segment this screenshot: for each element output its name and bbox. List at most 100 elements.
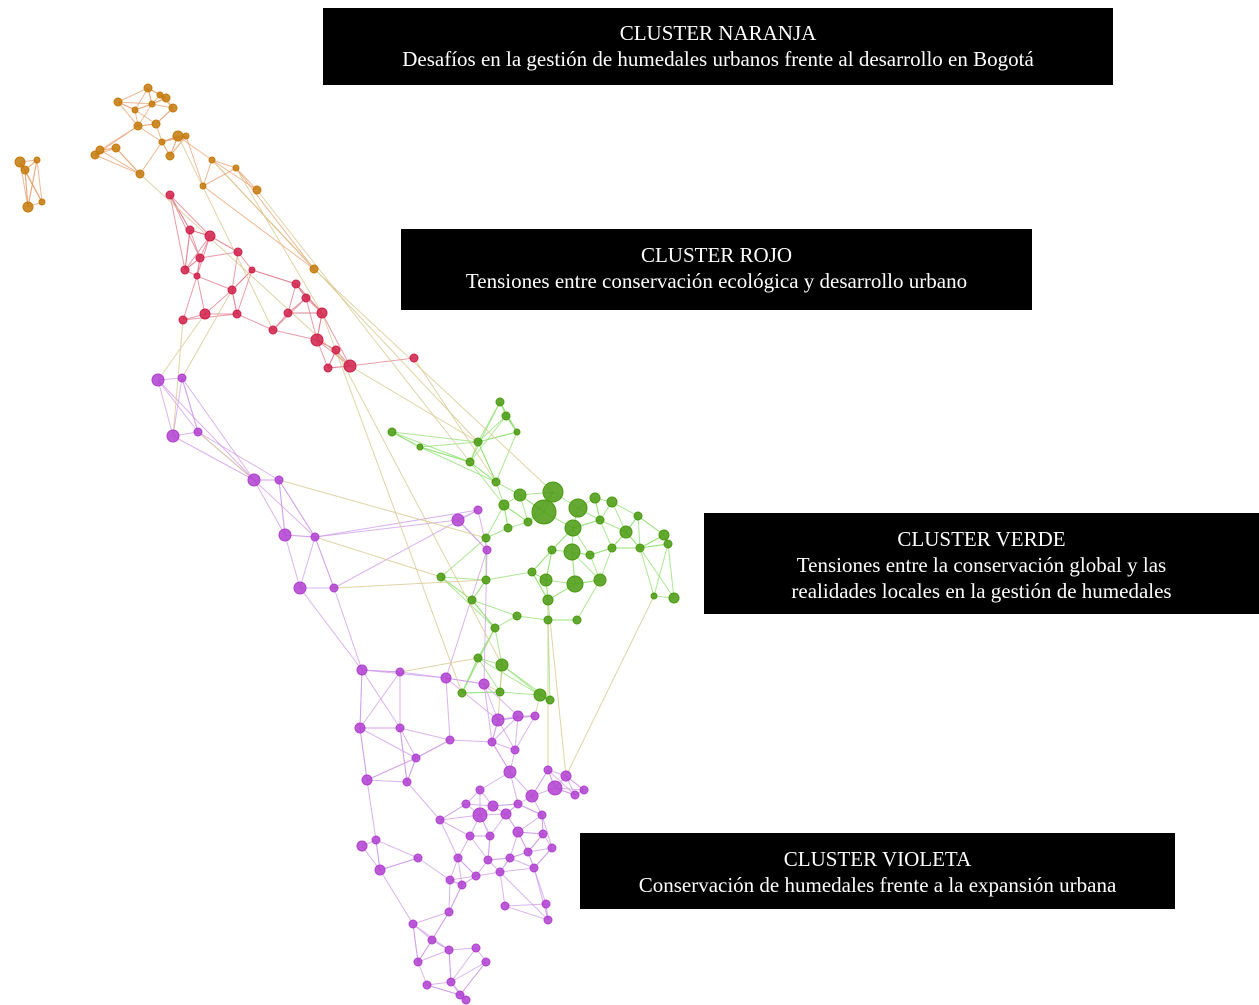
node-violeta [194,428,202,436]
node-verde [514,489,526,501]
node-violeta [548,781,562,795]
node-violeta [396,668,404,676]
cluster-violeta-desc: Conservación de humedales frente a la ex… [580,872,1175,898]
node-rojo [344,360,356,372]
node-verde [437,573,445,581]
cluster-violeta-title: CLUSTER VIOLETA [580,846,1175,872]
node-violeta [330,584,338,592]
node-violeta [538,811,546,819]
node-violeta [441,673,451,683]
node-violeta [486,832,494,840]
node-violeta [492,714,504,726]
cluster-verde-desc-line2: realidades locales en la gestión de hume… [704,578,1259,604]
node-verde [564,544,580,560]
node-naranja [152,120,160,128]
node-rojo [166,191,174,199]
node-rojo [302,294,310,302]
node-verde [474,654,482,662]
node-violeta [474,506,482,514]
node-violeta [501,902,509,910]
node-verde [496,398,504,406]
cluster-verde-desc-line1: Tensiones entre la conservación global y… [704,552,1259,578]
node-rojo [292,280,300,288]
node-violeta [178,374,186,382]
node-rojo [311,334,323,346]
node-violeta [446,876,454,884]
cluster-verde-title: CLUSTER VERDE [704,526,1259,552]
node-rojo [186,226,194,234]
node-rojo [332,346,340,354]
cluster-naranja-desc: Desafíos en la gestión de humedales urba… [323,46,1113,72]
node-naranja [21,166,29,174]
node-violeta [488,801,498,811]
node-rojo [205,231,215,241]
node-verde [669,593,679,603]
node-violeta [412,754,420,762]
graph-edges [20,88,674,1000]
node-violeta [530,864,538,872]
node-naranja [144,84,152,92]
node-naranja [136,170,144,178]
node-verde [664,540,672,548]
node-violeta [445,946,453,954]
node-verde [504,524,512,532]
node-verde [540,574,552,586]
node-violeta [454,854,462,862]
node-naranja [200,183,206,189]
node-verde [548,546,556,554]
cluster-naranja-label: CLUSTER NARANJA Desafíos en la gestión d… [323,8,1113,85]
node-rojo [194,273,200,279]
node-verde [634,512,642,520]
cluster-violeta-label: CLUSTER VIOLETA Conservación de humedale… [580,833,1175,909]
node-rojo [228,286,236,294]
node-verde [546,696,554,704]
node-verde [586,551,594,559]
node-violeta [375,865,385,875]
node-violeta [488,738,496,746]
node-violeta [423,981,431,989]
node-verde [543,595,553,605]
node-violeta [445,908,453,916]
node-naranja [23,202,33,212]
node-naranja [15,157,25,167]
node-rojo [200,309,210,319]
node-violeta [544,766,552,774]
node-violeta [483,546,491,554]
node-violeta [403,778,411,786]
node-violeta [152,374,164,386]
node-naranja [149,101,155,107]
node-verde [513,612,521,620]
node-naranja [209,157,215,163]
node-rojo [249,267,255,273]
node-violeta [496,868,504,876]
node-violeta [476,786,484,794]
node-violeta [466,832,474,840]
node-verde [544,616,552,624]
node-violeta [452,514,464,526]
node-violeta [355,723,365,733]
node-verde [543,482,563,502]
node-violeta [482,958,490,966]
node-violeta [446,736,454,744]
node-verde [468,596,476,604]
node-violeta [167,430,179,442]
node-verde [496,688,504,696]
node-violeta [524,848,532,856]
node-violeta [279,529,291,541]
cluster-rojo-title: CLUSTER ROJO [401,242,1032,268]
node-verde [534,689,546,701]
node-verde [528,568,536,576]
node-verde [532,500,556,524]
node-violeta [414,854,422,862]
node-verde [499,500,509,510]
node-violeta [580,786,588,794]
node-violeta [428,936,436,944]
cluster-rojo-label: CLUSTER ROJO Tensiones entre conservació… [401,229,1032,310]
node-violeta [501,809,511,819]
node-verde [388,428,396,436]
node-verde [608,544,616,552]
node-violeta [504,766,516,778]
node-violeta [357,665,367,675]
node-violeta [472,872,480,880]
node-violeta [548,844,556,852]
